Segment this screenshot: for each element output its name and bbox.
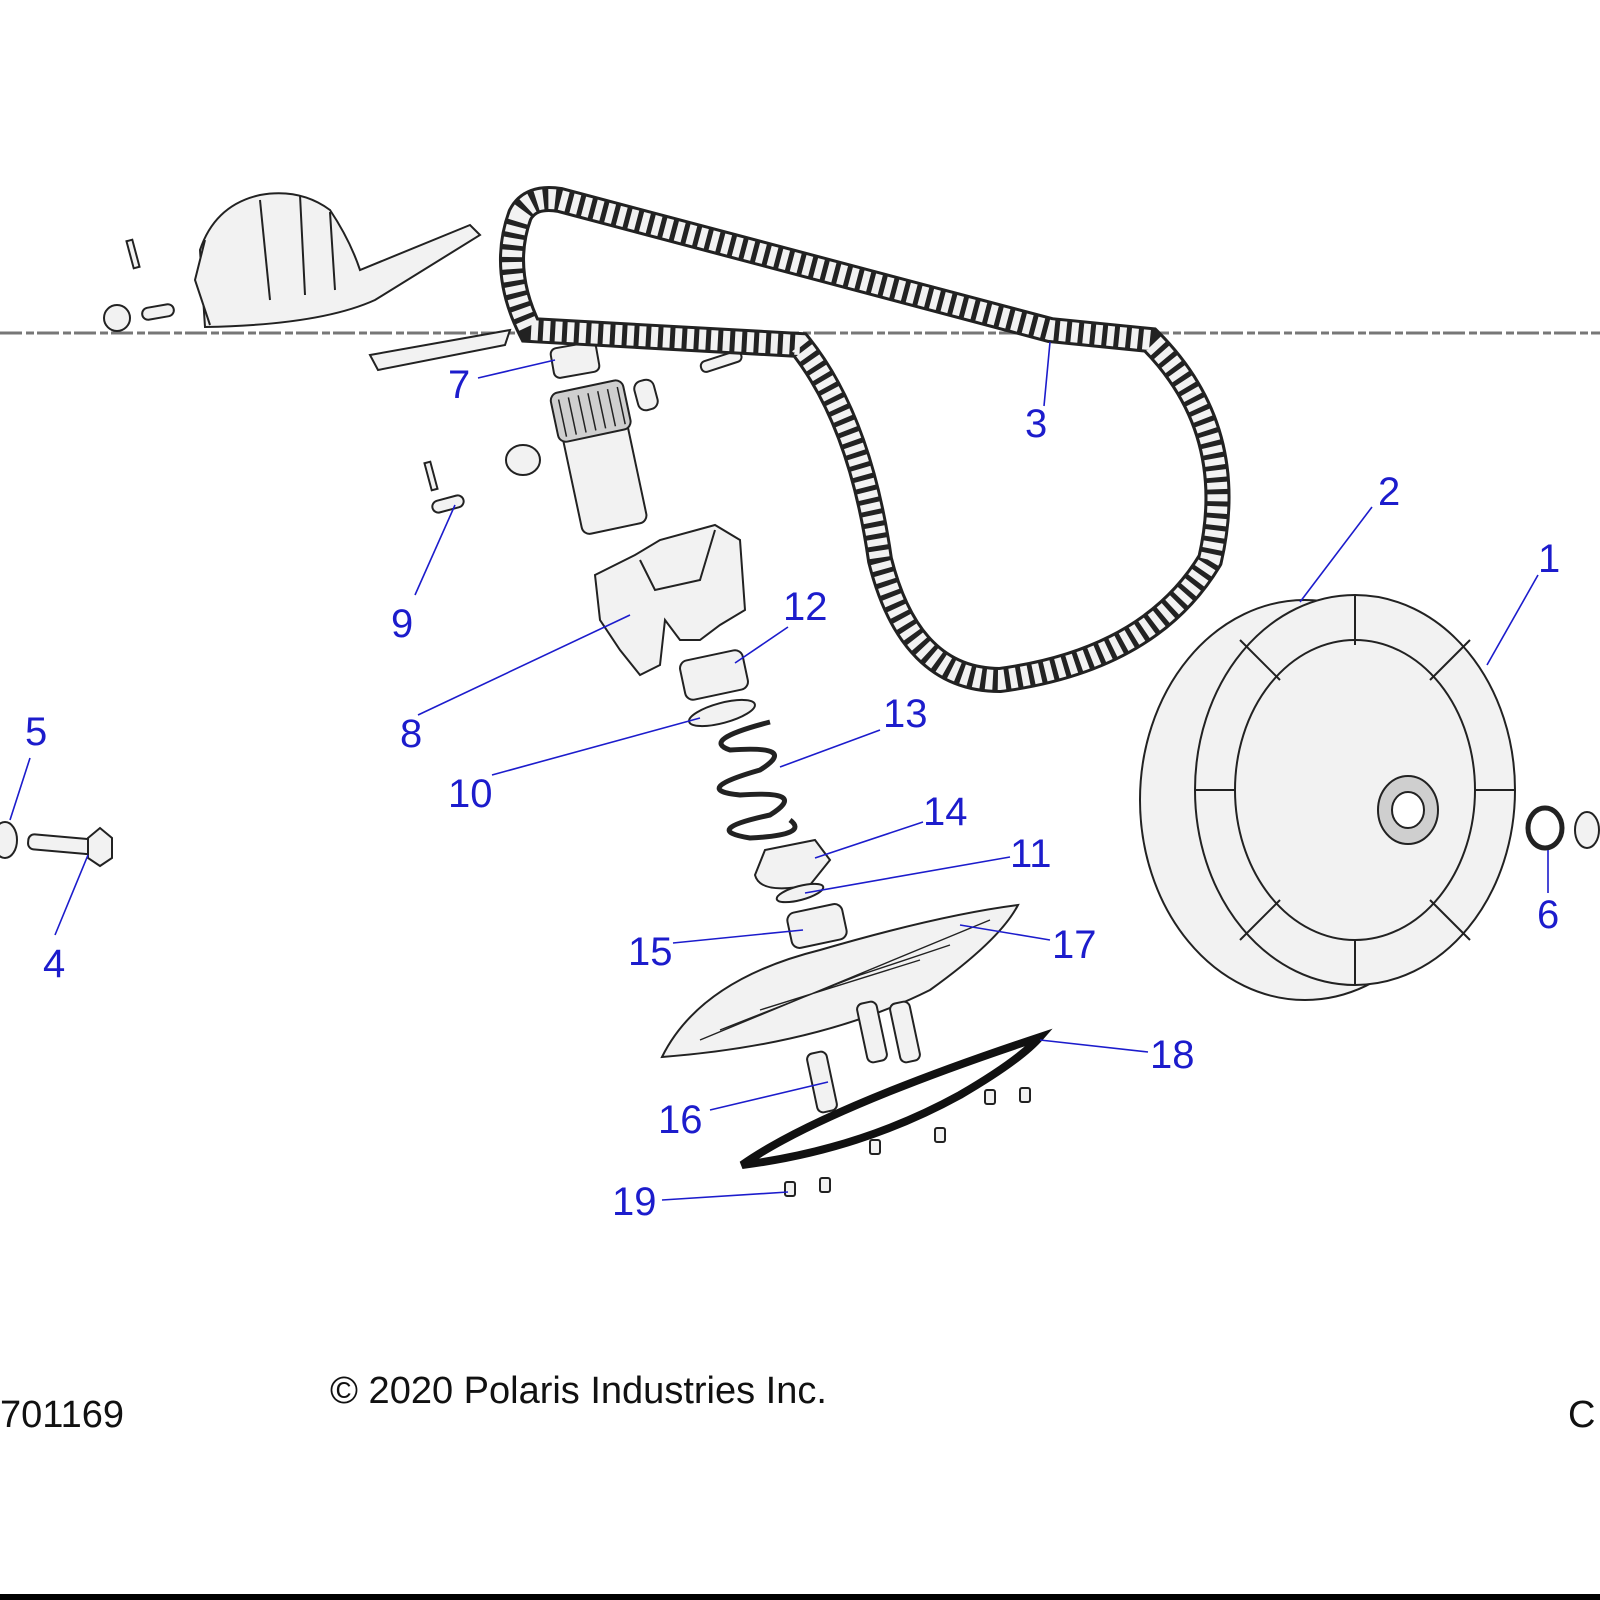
callout-10: 10: [448, 772, 493, 816]
pin-top: [125, 238, 141, 270]
callout-5: 5: [25, 710, 47, 754]
washer-5: [0, 821, 18, 859]
washer-6: [1525, 805, 1565, 851]
cover-assembly: [193, 192, 512, 372]
callout-1: 1: [1538, 537, 1560, 581]
bolts-16: [806, 1000, 921, 1114]
callout-17: 17: [1052, 923, 1097, 967]
copyright-text: © 2020 Polaris Industries Inc.: [330, 1370, 827, 1412]
nut-6: [1574, 811, 1600, 849]
ring-10: [688, 698, 756, 728]
callout-9: 9: [391, 602, 413, 646]
callout-labels: 1 2 3 4 5 6 7 8 9 10 11 12 13 14 15 16 1…: [25, 363, 1560, 1224]
callout-4: 4: [43, 942, 65, 986]
pin-9a: [423, 460, 439, 492]
gasket-18: [739, 1028, 1053, 1169]
bottom-border: [0, 1594, 1600, 1600]
pin-top-2: [141, 303, 175, 321]
callout-12: 12: [783, 585, 828, 629]
callout-19: 19: [612, 1180, 657, 1224]
spring-cup-14: [753, 838, 832, 890]
bolt-4: [27, 826, 113, 868]
belt-3: [499, 186, 1231, 694]
pin-9b: [431, 494, 465, 514]
right-edge-code: C: [1568, 1394, 1595, 1436]
ring-11: [775, 882, 825, 904]
callout-6: 6: [1537, 893, 1559, 937]
callout-2: 2: [1378, 470, 1400, 514]
shaft: [549, 379, 648, 535]
callout-13: 13: [883, 692, 928, 736]
callout-11: 11: [1010, 832, 1052, 876]
screws-19: [784, 1087, 1031, 1197]
spring-13: [716, 719, 798, 841]
bushing-7: [549, 341, 601, 379]
roller-top: [103, 304, 131, 332]
callout-7: 7: [448, 363, 470, 407]
leader-lines: [9, 341, 1549, 1201]
callout-18: 18: [1150, 1033, 1195, 1077]
roller-side: [633, 378, 659, 412]
callout-15: 15: [628, 930, 673, 974]
pin-upper-right: [699, 350, 743, 373]
callout-14: 14: [923, 790, 968, 834]
sheave-plate-17: [660, 903, 1020, 1059]
callout-16: 16: [658, 1098, 703, 1142]
clutch-sheave-1-2: [1139, 594, 1516, 1001]
roller-9: [505, 444, 541, 476]
bushing-12: [679, 649, 749, 701]
drawing-number: 701169: [0, 1394, 124, 1436]
callout-3: 3: [1025, 402, 1047, 446]
callout-8: 8: [400, 712, 422, 756]
bushing-15: [786, 903, 848, 949]
spider-8: [593, 523, 747, 677]
